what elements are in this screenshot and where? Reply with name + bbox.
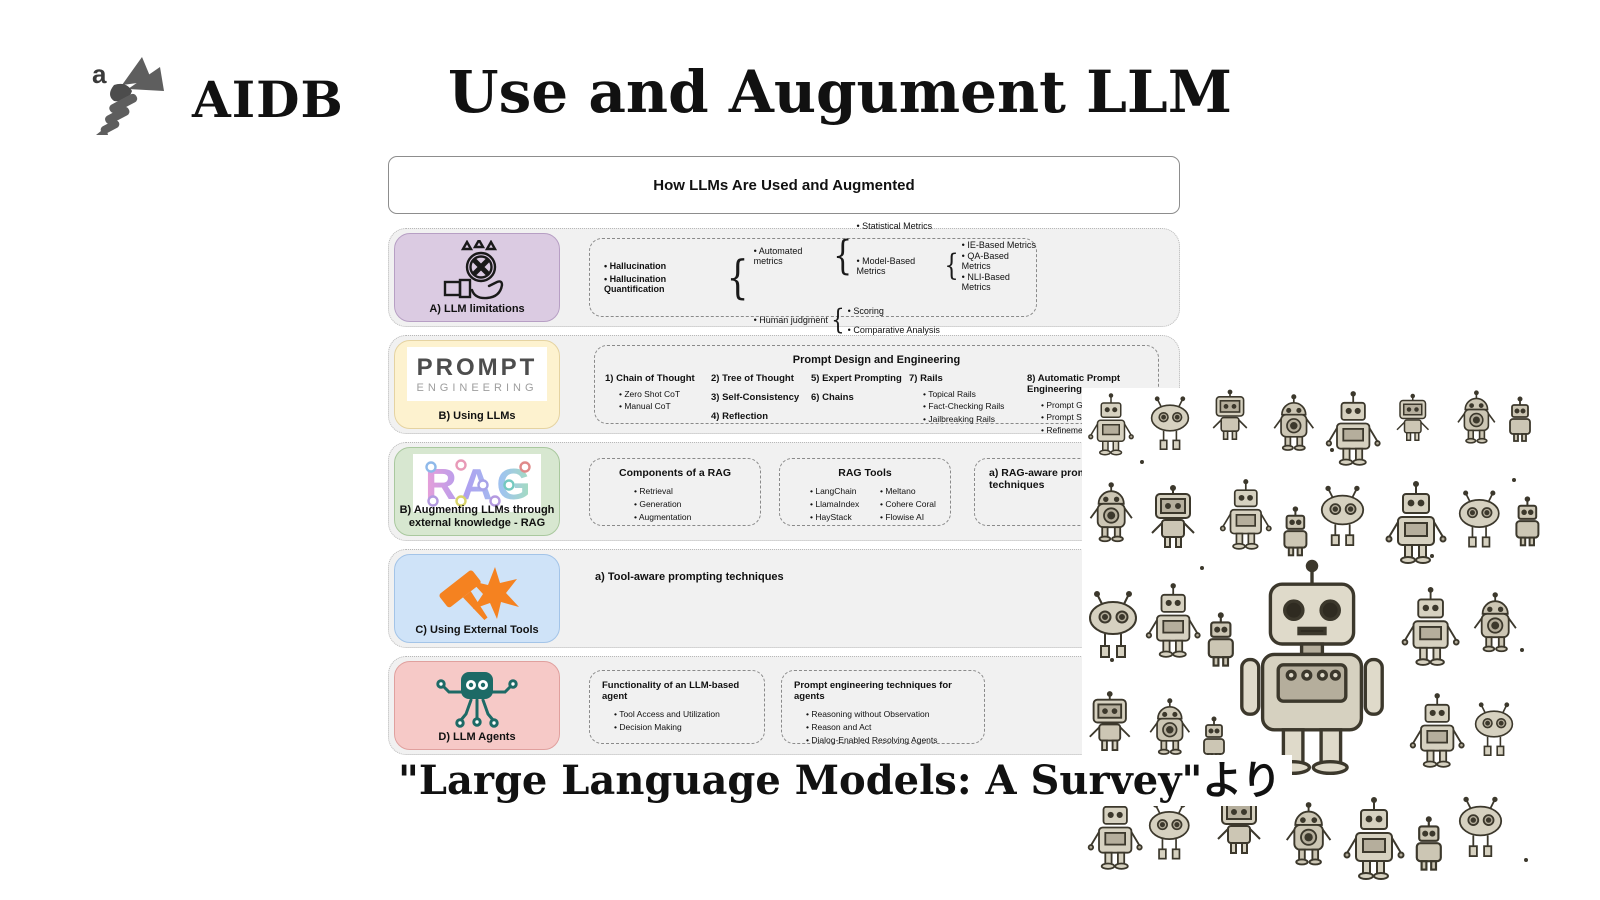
brand-header: a AIDB xyxy=(92,55,344,144)
tool-aware-note: a) Tool-aware prompting techniques xyxy=(595,571,784,583)
row-llm-limitations: A) LLM limitations Hallucination Halluci… xyxy=(388,221,1180,335)
tree-item: Hallucination xyxy=(604,261,722,271)
tree-item: IE-Based Metrics xyxy=(962,240,1036,250)
tree-item: Hallucination Quantification xyxy=(604,274,722,294)
tree-item: Scoring xyxy=(848,306,940,316)
prompt-subitem: Jailbreaking Rails xyxy=(923,413,1027,425)
category-external-tools: C) Using External Tools xyxy=(394,554,560,643)
category-rag: RAG xyxy=(394,447,560,536)
category-using-llms: PROMPT ENGINEERING B) Using LLMs xyxy=(394,340,560,429)
brand-name: AIDB xyxy=(192,70,344,129)
prompt-engineering-logo: PROMPT ENGINEERING xyxy=(395,347,559,401)
prompt-item: 7) Rails xyxy=(909,373,943,384)
source-caption: "Large Language Models: A Survey"より xyxy=(388,748,1292,806)
list-item: HayStack xyxy=(810,511,880,524)
prompt-subitem: Fact-Checking Rails xyxy=(923,400,1027,412)
prompt-design-title: Prompt Design and Engineering xyxy=(792,354,961,366)
agent-functionality-box: Functionality of an LLM-based agent Tool… xyxy=(589,670,765,744)
category-label: D) LLM Agents xyxy=(438,730,516,743)
diagram-rows: A) LLM limitations Hallucination Halluci… xyxy=(388,221,1180,755)
box-title: Components of a RAG xyxy=(619,467,731,479)
tree-item: Model-Based Metrics xyxy=(856,256,940,276)
category-label-line1: B) Augmenting LLMs through xyxy=(399,503,555,516)
prompt-item: 4) Reflection xyxy=(711,411,769,422)
list-item: Augmentation xyxy=(634,511,760,524)
tree-item: Comparative Analysis xyxy=(848,325,940,335)
prompt-item: 6) Chains xyxy=(811,392,854,403)
box-title: Functionality of an LLM-based agent xyxy=(602,680,740,702)
list-item: Reason and Act xyxy=(806,721,984,734)
category-llm-limitations: A) LLM limitations xyxy=(394,233,560,322)
rag-components-box: Components of a RAG Retrieval Generation… xyxy=(589,458,761,526)
list-item: Tool Access and Utilization xyxy=(614,708,764,721)
llm-usage-diagram: How LLMs Are Used and Augmented A) LLM l… xyxy=(388,156,1180,755)
svg-text:a: a xyxy=(92,59,107,89)
prompt-subitem: Manual CoT xyxy=(619,400,711,412)
tree-item: Human judgment xyxy=(754,315,828,325)
aidb-bee-icon: a xyxy=(92,55,170,144)
category-label: B) Using LLMs xyxy=(438,409,516,422)
brace: { xyxy=(833,233,853,279)
brace: { xyxy=(831,303,845,337)
row-rag: RAG xyxy=(388,442,1180,541)
page-title: Use and Augument LLM xyxy=(448,58,1232,126)
category-llm-agents: D) LLM Agents xyxy=(394,661,560,750)
hallucination-box: Hallucination Hallucination Quantificati… xyxy=(589,221,1037,335)
agent-prompting-box: Prompt engineering techniques for agents… xyxy=(781,670,985,747)
category-label: B) Augmenting LLMs through external know… xyxy=(400,504,555,530)
brace: { xyxy=(943,247,959,283)
list-item: LangChain xyxy=(810,485,880,498)
list-item: Cohere Coral xyxy=(880,498,950,511)
prompt-item: 1) Chain of Thought xyxy=(605,373,695,384)
list-item: Flowise AI xyxy=(880,511,950,524)
category-label: A) LLM limitations xyxy=(429,302,525,315)
engineering-logo-text: ENGINEERING xyxy=(416,382,538,394)
diagram-header: How LLMs Are Used and Augmented xyxy=(388,156,1180,214)
prompt-item: 8) Automatic Prompt Engineering xyxy=(1027,373,1121,395)
list-item: Generation xyxy=(634,498,760,511)
rag-aware-box: a) RAG-aware prompting techniques xyxy=(974,458,1141,526)
prompt-item: 5) Expert Prompting xyxy=(811,373,902,384)
rag-tools-box: RAG Tools LangChain LlamaIndex HayStack … xyxy=(779,458,951,526)
box-title: a) RAG-aware prompting techniques xyxy=(989,467,1113,491)
list-item: Meltano xyxy=(880,485,950,498)
prompt-subitem: Zero Shot CoT xyxy=(619,388,711,400)
row-using-llms: PROMPT ENGINEERING B) Using LLMs Prompt … xyxy=(388,335,1180,435)
list-item: Decision Making xyxy=(614,721,764,734)
list-item: Reasoning without Observation xyxy=(806,708,984,721)
list-item: Dialog-Enabled Resolving Agents xyxy=(806,734,984,747)
hallucination-tree: Hallucination Hallucination Quantificati… xyxy=(604,221,1036,335)
prompt-subitem: Prompt Scoring xyxy=(1041,411,1148,423)
category-label-line2: external knowledge - RAG xyxy=(408,516,546,529)
box-title: Prompt engineering techniques for agents xyxy=(794,680,952,702)
brace: { xyxy=(727,249,749,304)
prompt-subitem: Topical Rails xyxy=(923,388,1027,400)
prompt-item: 2) Tree of Thought xyxy=(711,373,794,384)
category-label: C) Using External Tools xyxy=(415,623,539,636)
tree-item: Statistical Metrics xyxy=(856,221,932,231)
tree-item: NLI-Based Metrics xyxy=(962,272,1036,292)
row-external-tools: C) Using External Tools a) Tool-aware pr… xyxy=(388,549,1180,648)
tree-item: QA-Based Metrics xyxy=(962,251,1036,271)
source-caption-text: "Large Language Models: A Survey"より xyxy=(388,755,1292,806)
list-item: LlamaIndex xyxy=(810,498,880,511)
agent-octopus-icon xyxy=(395,668,559,732)
box-title: RAG Tools xyxy=(838,467,892,479)
prompt-design-box: Prompt Design and Engineering 1) Chain o… xyxy=(594,345,1159,435)
hand-error-icon xyxy=(395,240,559,306)
robots-doodle-image xyxy=(1082,388,1540,888)
prompt-logo-text: PROMPT xyxy=(416,354,538,381)
prompt-item: 3) Self-Consistency xyxy=(711,392,800,403)
list-item: Retrieval xyxy=(634,485,760,498)
rag-logo-icon: RAG xyxy=(395,454,559,512)
hammer-icon xyxy=(395,561,559,627)
tree-item: Automated metrics xyxy=(754,246,829,266)
row-llm-agents: D) LLM Agents Functionality of an LLM-ba… xyxy=(388,656,1180,755)
